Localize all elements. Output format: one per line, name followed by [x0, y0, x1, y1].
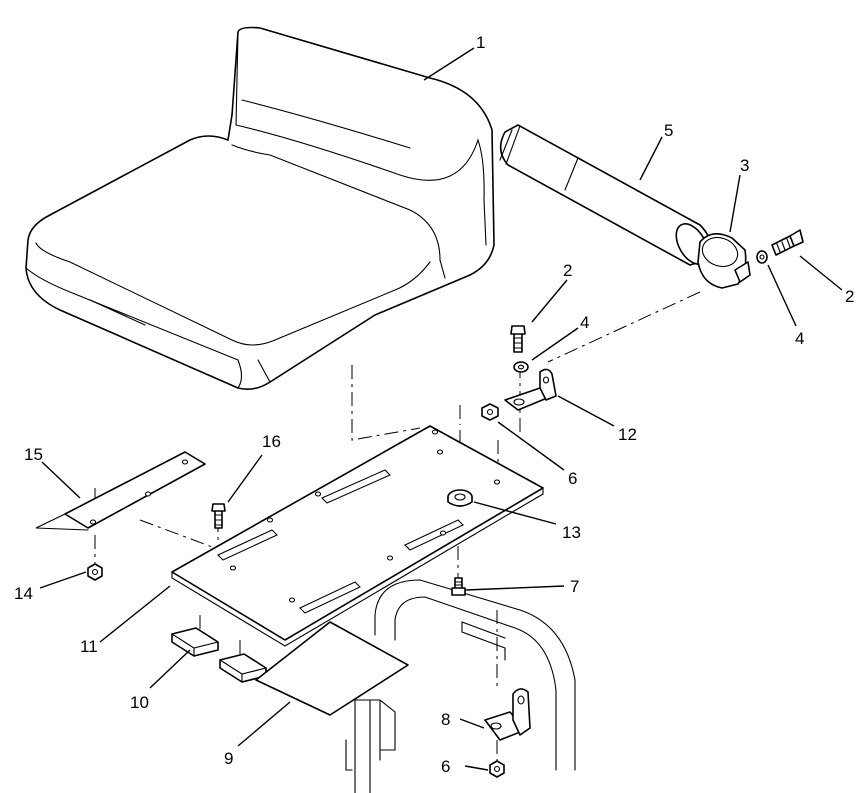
seat-support-frame — [345, 579, 576, 793]
callout-9: 9 — [224, 749, 233, 768]
nut-lower — [489, 760, 505, 778]
spacer — [447, 489, 473, 507]
callout-14: 14 — [14, 584, 33, 603]
bolt-center — [510, 325, 526, 353]
leader-lines — [39, 47, 843, 771]
callout-7: 7 — [570, 577, 579, 596]
callout-13: 13 — [562, 523, 581, 542]
callout-12: 12 — [618, 425, 637, 444]
callout-15: 15 — [24, 445, 43, 464]
callout-2-center: 2 — [563, 261, 572, 280]
callout-16: 16 — [262, 432, 281, 451]
pads — [171, 627, 267, 683]
callout-labels: 1 2 2 3 4 4 5 6 6 7 8 9 10 11 12 13 14 1… — [14, 33, 854, 776]
washer-right — [756, 250, 768, 264]
callout-8: 8 — [441, 710, 450, 729]
callout-5: 5 — [664, 121, 673, 140]
callout-4-center: 4 — [580, 313, 589, 332]
callout-6-lower: 6 — [441, 757, 450, 776]
callout-1: 1 — [476, 33, 485, 52]
mounting-bracket — [504, 368, 557, 411]
tube-clamp — [697, 233, 751, 289]
seat-plate-15 — [35, 451, 206, 531]
callout-6-upper: 6 — [568, 469, 577, 488]
seat — [25, 26, 495, 390]
nut-14 — [87, 563, 103, 581]
armrest-tube — [499, 124, 711, 266]
sheet-9 — [255, 621, 409, 716]
nut-upper — [481, 403, 499, 421]
bolt-7 — [451, 577, 466, 596]
callout-11: 11 — [80, 637, 98, 656]
callout-4-right: 4 — [795, 329, 804, 348]
bolt-right — [771, 229, 804, 256]
bracket-lower — [484, 688, 531, 741]
callout-10: 10 — [130, 693, 149, 712]
washer-center — [513, 361, 529, 373]
mounting-plate — [171, 425, 544, 647]
callout-3: 3 — [740, 156, 749, 175]
bolt-16 — [211, 503, 226, 529]
callout-2-right: 2 — [845, 287, 854, 306]
